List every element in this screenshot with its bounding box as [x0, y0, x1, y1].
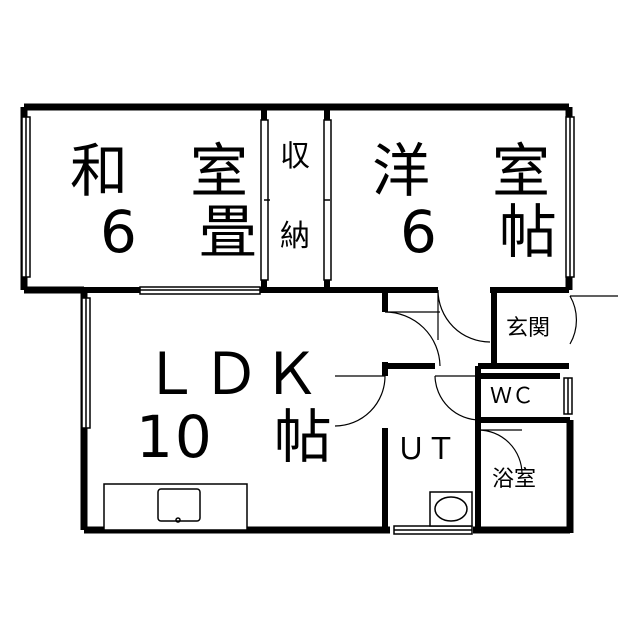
- ldk-size: 10 帖: [136, 403, 334, 471]
- washitsu-size: 6 畳: [100, 198, 259, 266]
- ldk-name: ＬＤＫ: [142, 340, 323, 408]
- ut-label: ＵＴ: [396, 432, 456, 467]
- yoshitsu-size: 6 帖: [400, 198, 559, 266]
- storage-doors: [260, 119, 332, 281]
- storage-label-2: 納: [280, 219, 310, 254]
- bath-label: 浴室: [492, 467, 537, 492]
- yoshitsu-name: 洋 室: [372, 137, 553, 205]
- entrance-label: 玄関: [506, 316, 551, 341]
- windows: [21, 116, 575, 535]
- wash-basin: [429, 491, 473, 527]
- doors: [334, 289, 618, 475]
- storage-label-1: 収: [280, 139, 310, 174]
- kitchen-counter: [103, 483, 248, 531]
- washitsu-name: 和 室: [70, 137, 251, 205]
- wc-label: ＷＣ: [490, 384, 535, 409]
